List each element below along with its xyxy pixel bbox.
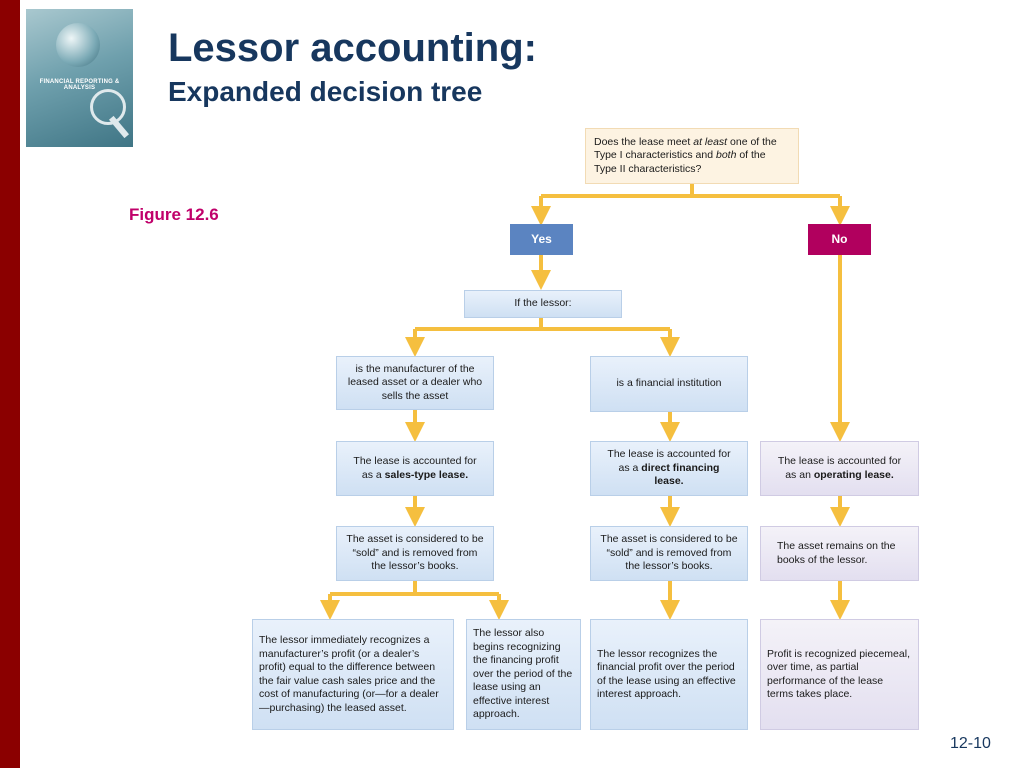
- operating-lease-box: The lease is accounted for as an operati…: [760, 441, 919, 496]
- financing-profit-box: The lessor also begins recognizing the f…: [466, 619, 581, 730]
- yes-node: Yes: [510, 224, 573, 255]
- if-lessor-box: If the lessor:: [464, 290, 622, 318]
- slide-title: Lessor accounting:: [168, 26, 537, 70]
- globe-graphic: [56, 23, 100, 67]
- book-cover-image: FINANCIAL REPORTING & ANALYSIS: [26, 9, 133, 147]
- manufacturer-profit-box: The lessor immediately recognizes a manu…: [252, 619, 454, 730]
- slide-subtitle: Expanded decision tree: [168, 76, 483, 107]
- piecemeal-profit-box: Profit is recognized piecemeal, over tim…: [760, 619, 919, 730]
- manufacturer-dealer-box: is the manufacturer of the leased asset …: [336, 356, 494, 410]
- question-text: Does the lease meet at least one of the …: [594, 135, 777, 175]
- financial-institution-box: is a financial institution: [590, 356, 748, 412]
- sales-type-lease-box: The lease is accounted for as a sales-ty…: [336, 441, 494, 496]
- book-cover-title: FINANCIAL REPORTING & ANALYSIS: [39, 79, 120, 91]
- asset-sold-box-2: The asset is considered to be “sold” and…: [590, 526, 748, 581]
- side-accent-bar: [0, 0, 20, 768]
- financial-profit-box: The lessor recognizes the financial prof…: [590, 619, 748, 730]
- no-node: No: [808, 224, 871, 255]
- asset-remains-box: The asset remains on the books of the le…: [760, 526, 919, 581]
- direct-financing-lease-box: The lease is accounted for as a direct f…: [590, 441, 748, 496]
- figure-label: Figure 12.6: [129, 205, 219, 224]
- magnifier-icon: [90, 89, 126, 125]
- page-number: 12-10: [950, 735, 991, 752]
- asset-sold-box-1: The asset is considered to be “sold” and…: [336, 526, 494, 581]
- question-box: Does the lease meet at least one of the …: [585, 128, 799, 184]
